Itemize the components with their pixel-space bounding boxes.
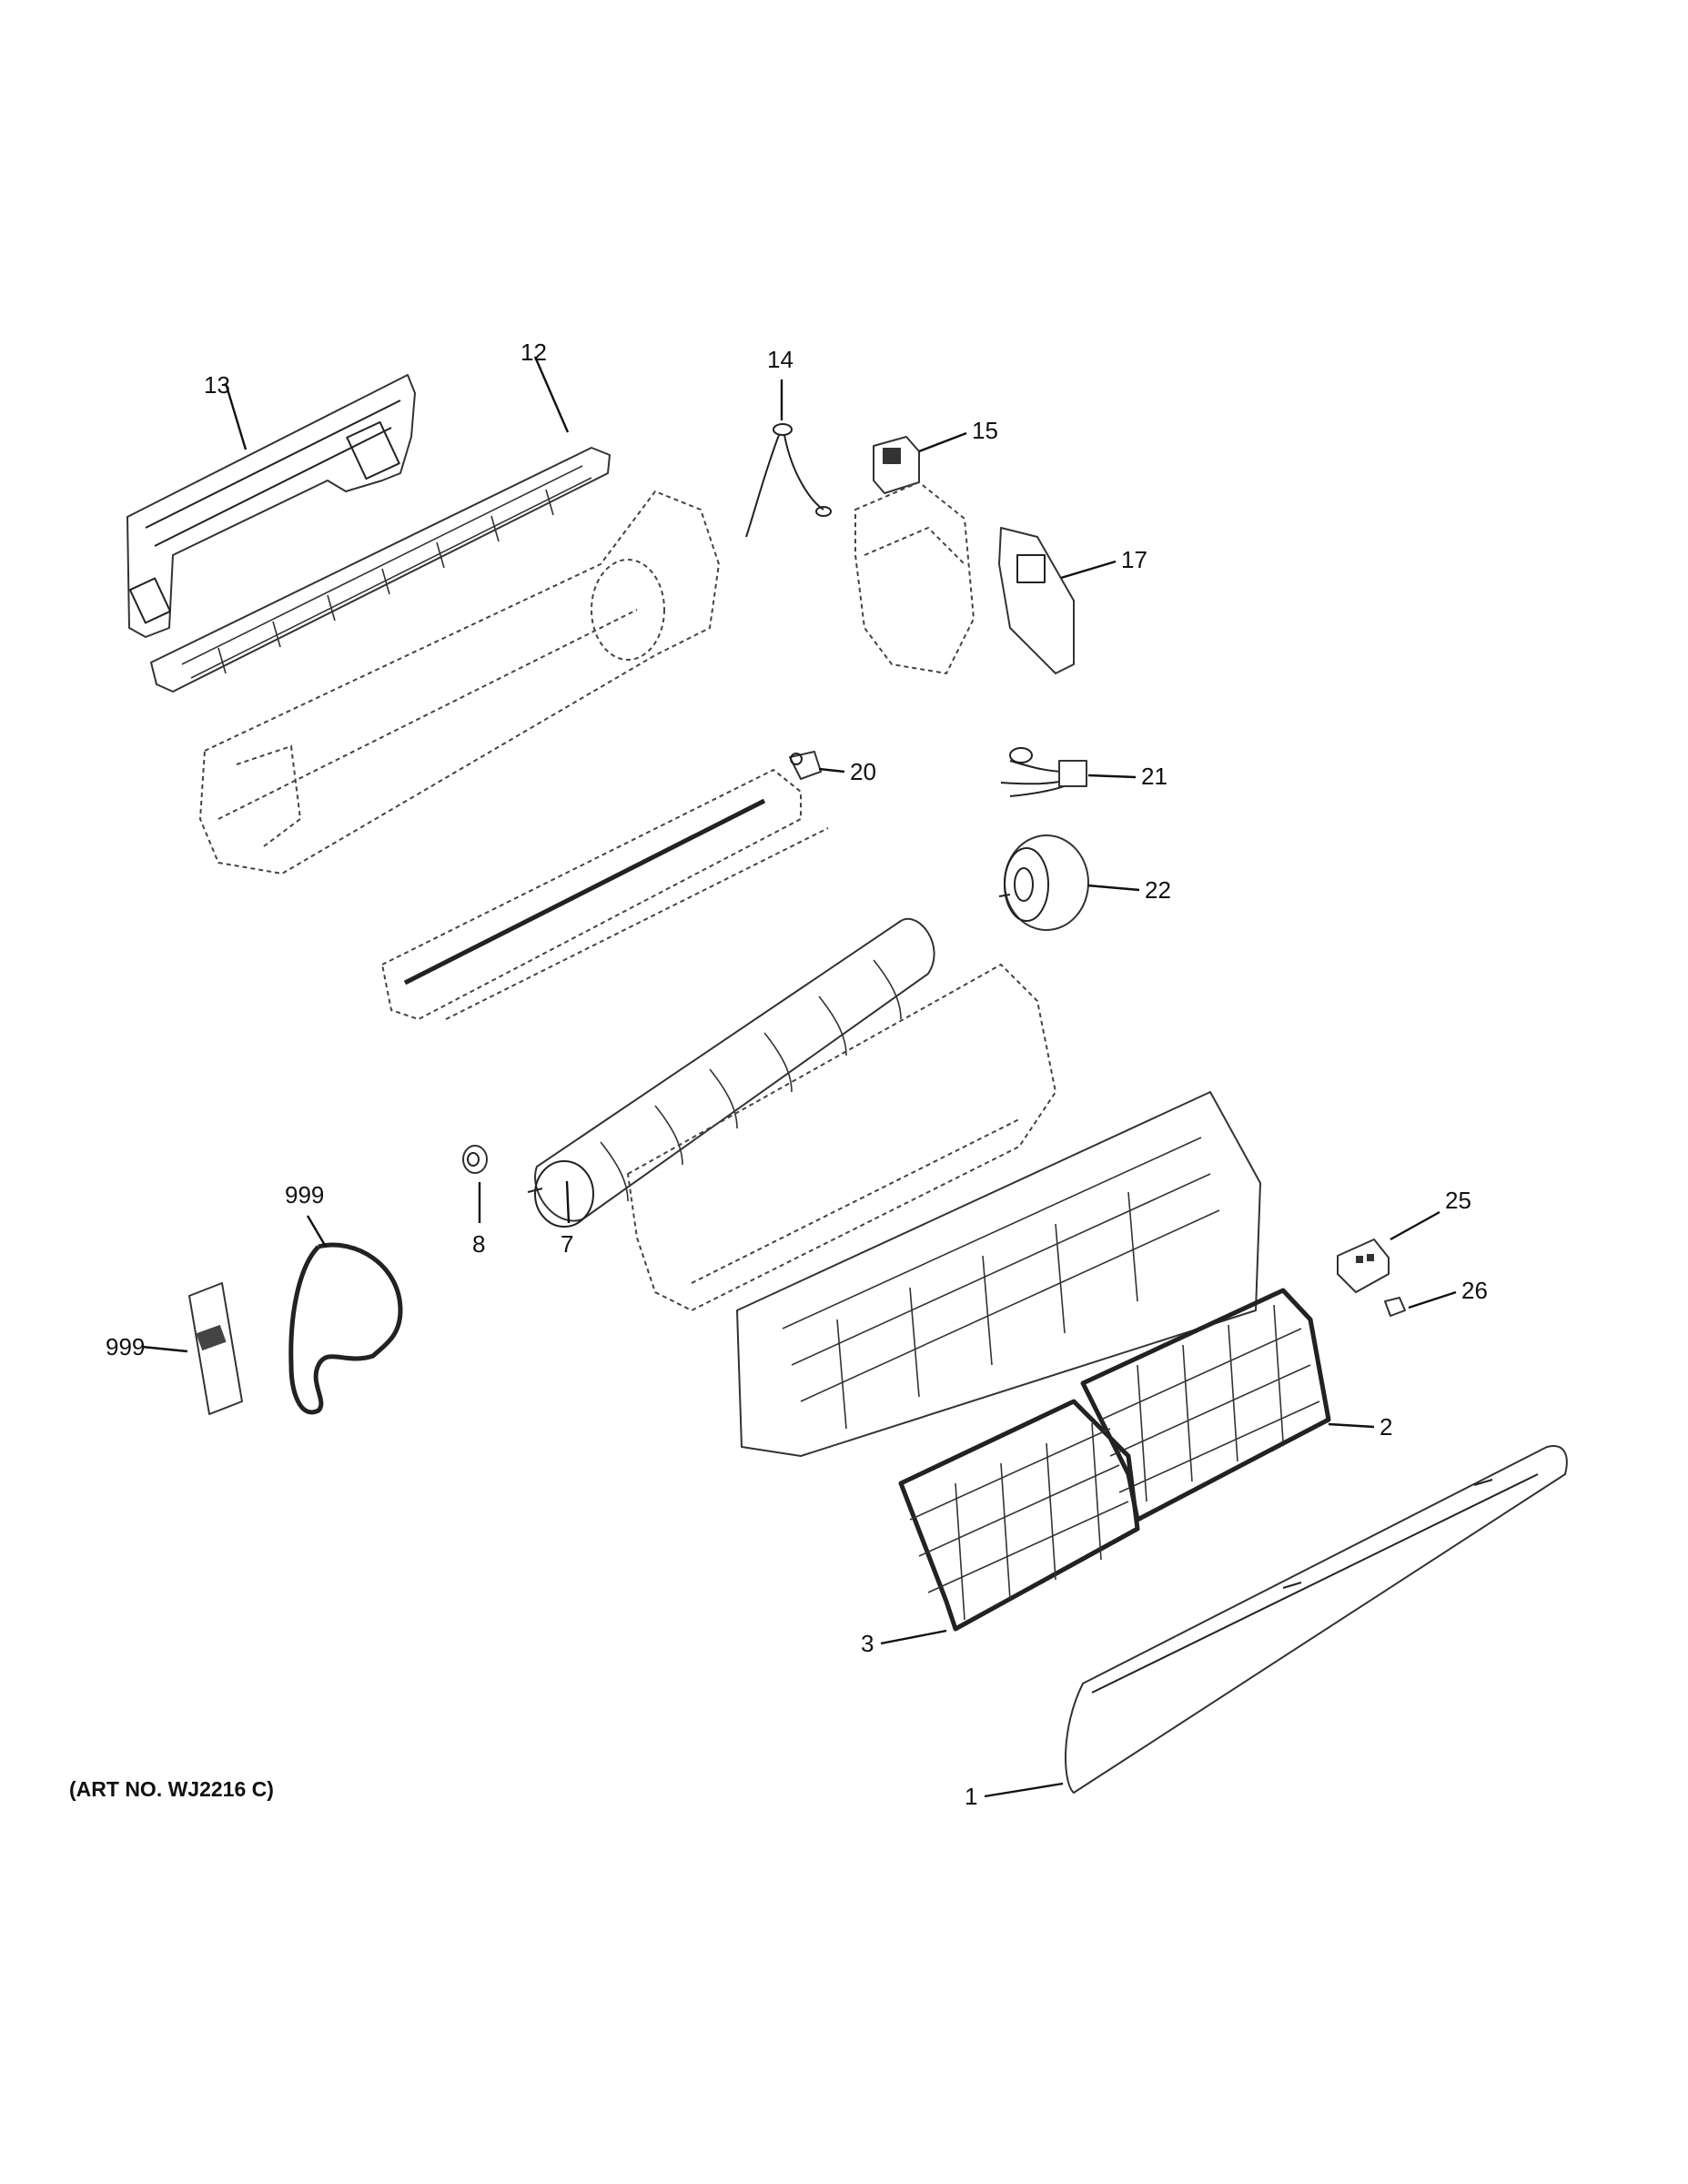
callout-7: 7 [561,1230,573,1258]
callout-25: 25 [1445,1187,1471,1214]
electrical-box-housing [854,480,975,675]
part-13-mounting-plate [126,374,416,638]
callout-20: 20 [850,758,876,785]
art-number-label: (ART NO. WJ2216 C) [69,1777,274,1801]
part-21-wire-harness [1000,747,1087,797]
part-26-receiver [1384,1297,1406,1317]
callout-999-remote: 999 [106,1333,145,1360]
part-3-air-filter-left [898,1399,1140,1632]
callout-26: 26 [1461,1277,1488,1304]
part-17-control-board [998,527,1075,674]
leader-lines [141,356,1457,1798]
callout-13: 13 [204,371,230,399]
part-20-step-motor [789,751,822,780]
callout-22: 22 [1145,876,1171,904]
callout-1: 1 [965,1783,977,1810]
chassis-upper [198,490,721,875]
callout-2: 2 [1380,1413,1392,1441]
callout-3: 3 [861,1630,874,1657]
evaporator-coil-frame [626,963,1057,1312]
part-1-front-panel [1065,1445,1568,1794]
callout-21: 21 [1141,763,1167,790]
drain-pan [380,768,829,1021]
front-case [736,1091,1261,1457]
callout-17: 17 [1121,546,1147,573]
part-25-display-board [1337,1239,1390,1293]
part-22-fan-motor [998,834,1089,931]
part-15-small-box [873,436,920,494]
part-8-fan-bearing [462,1145,488,1174]
part-7-cross-flow-fan [527,917,935,1228]
callout-8: 8 [472,1230,485,1258]
part-14-temperature-sensor [745,423,832,538]
callout-15: 15 [972,417,998,444]
part-12-air-louver [150,447,611,693]
callout-labels: 13 12 14 15 17 20 21 22 8 7 999 999 25 2… [106,339,1488,1810]
callout-12: 12 [521,339,547,366]
part-999-remote-control [188,1282,243,1415]
part-999-drain-hose [288,1242,403,1415]
callout-999-hose: 999 [285,1181,324,1208]
callout-14: 14 [767,346,793,373]
